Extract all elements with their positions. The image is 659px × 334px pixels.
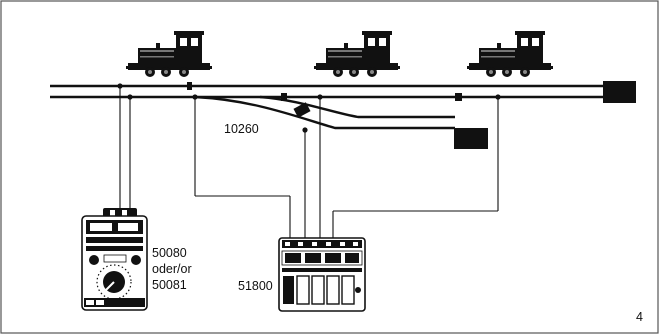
control-unit-label: 51800 [238, 279, 273, 293]
transformer-label-or: oder/or [152, 262, 192, 276]
switch-label: 10260 [224, 122, 259, 136]
transformer-label-2: 50081 [152, 278, 187, 292]
main-track-buffer-stop [603, 81, 636, 103]
locomotive-2 [314, 31, 400, 77]
control-unit [278, 237, 366, 312]
wiring [119, 86, 499, 238]
transformer-label-1: 50080 [152, 246, 187, 260]
branch-track [194, 95, 488, 149]
speed-knob [96, 264, 132, 300]
locomotive-1 [126, 31, 212, 77]
wiring-junctions [117, 83, 501, 133]
turnout-motor [293, 102, 311, 118]
main-track [50, 81, 636, 103]
locomotive-3 [467, 31, 553, 77]
branch-track-buffer-stop [454, 128, 488, 149]
figure-number: 4 [636, 310, 643, 324]
transformer [81, 208, 148, 311]
